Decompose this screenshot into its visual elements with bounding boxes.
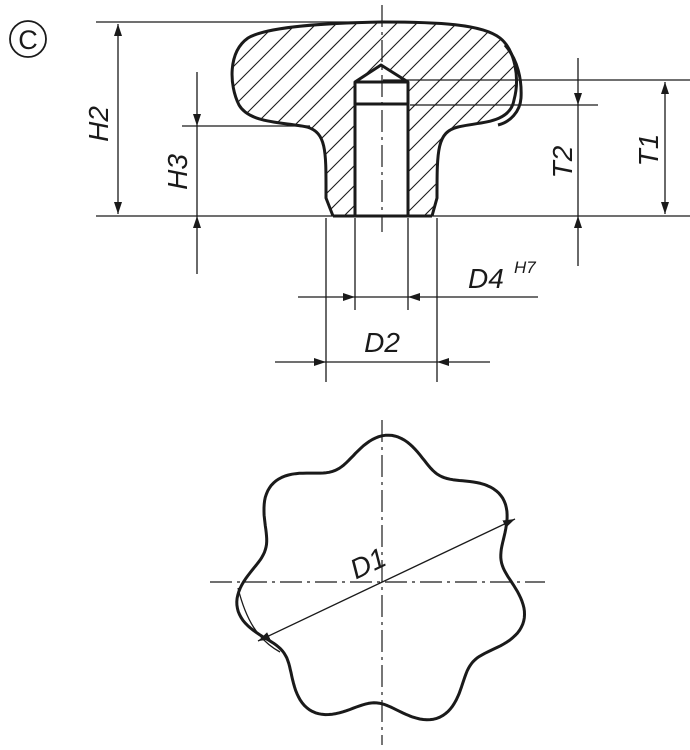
dim-d1: D1 xyxy=(257,518,516,642)
dim-t1: T1 xyxy=(633,82,669,214)
svg-text:D2: D2 xyxy=(364,327,400,358)
section-hatching xyxy=(232,22,517,216)
svg-text:D1: D1 xyxy=(345,542,391,585)
dim-t2: T2 xyxy=(547,58,582,266)
variant-badge: C xyxy=(9,20,47,58)
dim-d4: D4 H7 xyxy=(298,258,538,301)
knob-section-view xyxy=(230,5,523,232)
svg-text:C: C xyxy=(18,25,38,55)
knob-top-view xyxy=(210,420,545,745)
svg-text:H7: H7 xyxy=(514,258,536,277)
svg-text:D4: D4 xyxy=(468,263,504,294)
svg-text:T2: T2 xyxy=(547,145,578,178)
svg-text:H3: H3 xyxy=(162,154,193,190)
svg-text:H2: H2 xyxy=(83,106,114,142)
dim-h3: H3 xyxy=(162,72,201,274)
dim-d2: D2 xyxy=(275,327,490,366)
dim-h2: H2 xyxy=(83,24,122,214)
svg-text:T1: T1 xyxy=(633,134,664,167)
